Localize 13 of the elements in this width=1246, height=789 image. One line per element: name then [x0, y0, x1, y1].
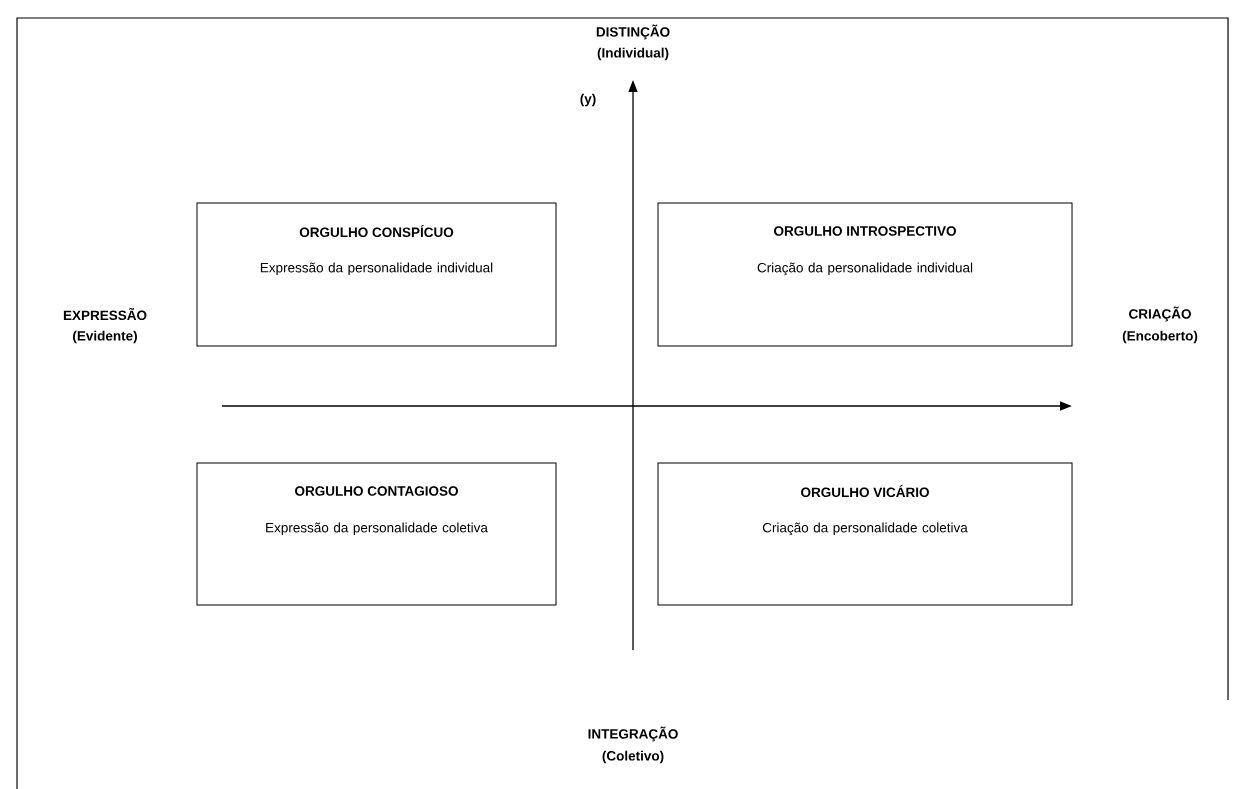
axis-label: (Coletivo): [602, 750, 664, 764]
quadrant-box: ORGULHO VICÁRIO Criação da personalidade coletiva: [657, 462, 1073, 606]
axis-label: EXPRESSÃO: [63, 307, 147, 321]
axis-label: (y): [580, 93, 596, 107]
axis-label: (Individual): [597, 47, 669, 61]
axis-label: INTEGRAÇÃO: [588, 726, 678, 742]
axis-label: (Encoberto): [1122, 330, 1198, 344]
quadrant-box: ORGULHO CONSPÍCUO Expressão da personalidade individual: [196, 202, 557, 347]
quadrant-box: ORGULHO CONTAGIOSO Expressão da personalidade coletiva: [196, 462, 557, 606]
axis-label: (Evidente): [73, 330, 137, 344]
axis-label: DISTINÇÃO: [596, 24, 670, 40]
quadrant-box: ORGULHO INTROSPECTIVO Criação da personalidade individual: [657, 202, 1073, 347]
axis-label: CRIAÇÃO: [1129, 306, 1191, 322]
